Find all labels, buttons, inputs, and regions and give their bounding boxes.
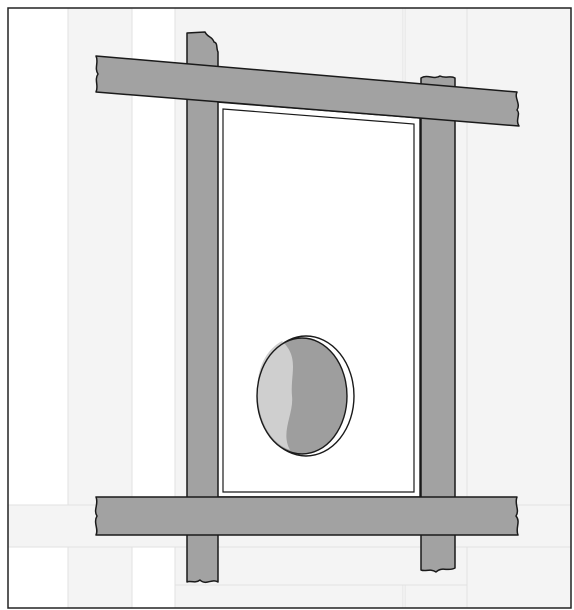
stud-right [420,75,456,573]
diagram-border [7,7,572,609]
round-hole [256,335,355,457]
floor-band-lower [174,546,468,586]
hole-light-crescent [257,341,293,450]
studs [186,31,456,584]
bottom-sill-board [94,496,519,536]
stud-left [186,31,219,584]
hole-outline [256,337,348,455]
top-header-board [95,55,520,127]
boards [94,55,520,536]
